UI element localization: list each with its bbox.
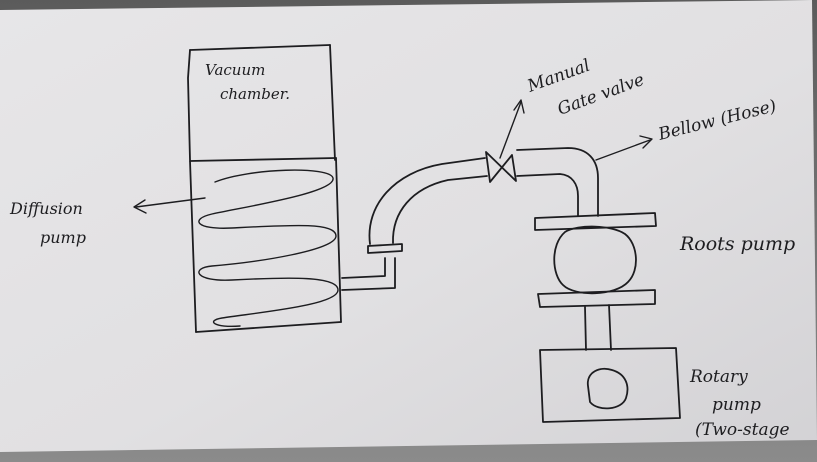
diffusion-pump-pointer: Diffusion pump xyxy=(9,197,206,247)
vacuum-chamber-label-line1: Vacuum xyxy=(205,61,265,79)
rotary-pump-rotor xyxy=(587,367,629,410)
diffusion-pump xyxy=(189,157,342,333)
roots-pump: Roots pump xyxy=(534,212,795,308)
diffusion-pump-bottom-edge xyxy=(195,321,342,333)
gate-valve-symbol xyxy=(485,151,517,183)
hose-outer xyxy=(516,147,599,217)
chamber-right-edge xyxy=(329,44,336,161)
diffusion-pump-label-line1: Diffusion xyxy=(9,199,83,218)
roots-pump-top-flange xyxy=(534,212,657,231)
diffusion-pump-arrow-line xyxy=(135,197,206,208)
connector-left xyxy=(584,306,587,351)
pipe-curve-inner xyxy=(392,175,488,244)
diffusion-pump-right-edge xyxy=(335,157,342,323)
rotary-pump-body xyxy=(539,347,681,423)
diffusion-pump-coil xyxy=(198,169,339,328)
diffusion-pump-arrowhead xyxy=(133,199,147,214)
rotary-pump: Rotary pump (Two-stage xyxy=(539,347,790,440)
diffusion-pump-label-line2: pump xyxy=(40,228,86,247)
foreline-pipe xyxy=(341,157,488,291)
diffusion-pump-left-edge xyxy=(189,160,197,333)
roots-to-rotary-pipe xyxy=(584,304,612,351)
bellow-arrow-line xyxy=(595,139,651,161)
pipe-curve-outer xyxy=(368,157,486,245)
chamber-left-edge xyxy=(187,49,191,161)
vacuum-chamber-label-line2: chamber. xyxy=(220,85,290,103)
rotary-pump-label-line2: pump xyxy=(712,395,761,415)
rotary-pump-label-line1: Rotary xyxy=(689,367,748,387)
chamber-top-edge xyxy=(189,44,331,51)
paper-sheet xyxy=(0,0,817,452)
connector-right xyxy=(608,304,612,351)
roots-pump-bottom-flange xyxy=(537,289,656,308)
gate-valve-arrowhead xyxy=(513,99,525,114)
rotary-pump-label-line3: (Two-stage xyxy=(695,420,790,440)
vacuum-chamber: Vacuum chamber. xyxy=(187,44,337,162)
hose-inner xyxy=(516,173,579,217)
roots-pump-label: Roots pump xyxy=(679,233,795,255)
outlet-pipe-upper xyxy=(341,257,386,279)
chamber-bottom-edge xyxy=(189,157,337,162)
bellow-arrowhead xyxy=(639,135,653,149)
pipe-flange xyxy=(367,243,403,254)
roots-pump-body xyxy=(553,225,637,295)
gate-valve-arrow-line xyxy=(499,101,522,159)
outlet-pipe-lower xyxy=(341,257,396,291)
